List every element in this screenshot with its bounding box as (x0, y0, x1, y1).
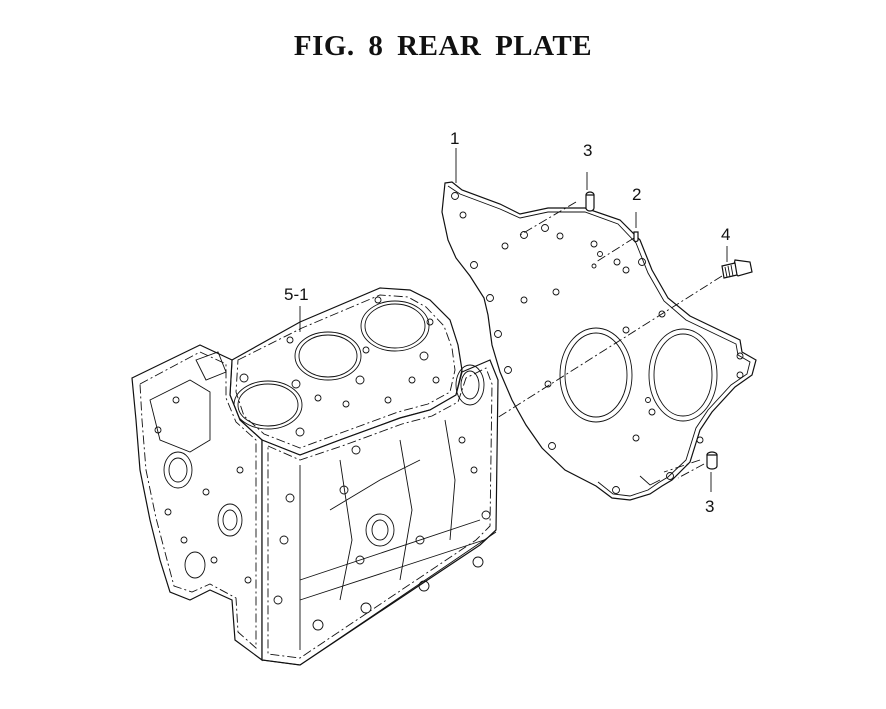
figure-title: FIG. 8 REAR PLATE (293, 30, 593, 62)
dowel-pin-top (585, 172, 595, 212)
callout-1: 1 (450, 129, 459, 148)
cylinder-block (131, 287, 499, 666)
callout-2: 2 (632, 185, 641, 204)
callout-3-top: 3 (583, 141, 592, 160)
pin-part-2 (633, 212, 639, 243)
callout-5-1: 5-1 (284, 285, 309, 304)
assembly-center-lines (477, 201, 723, 479)
callout-3-bottom: 3 (705, 497, 714, 516)
callout-4: 4 (721, 225, 730, 244)
bolt-part-4 (721, 246, 753, 279)
leader-lines (299, 148, 457, 332)
rear-plate (441, 181, 757, 501)
dowel-pin-bottom (706, 451, 718, 492)
